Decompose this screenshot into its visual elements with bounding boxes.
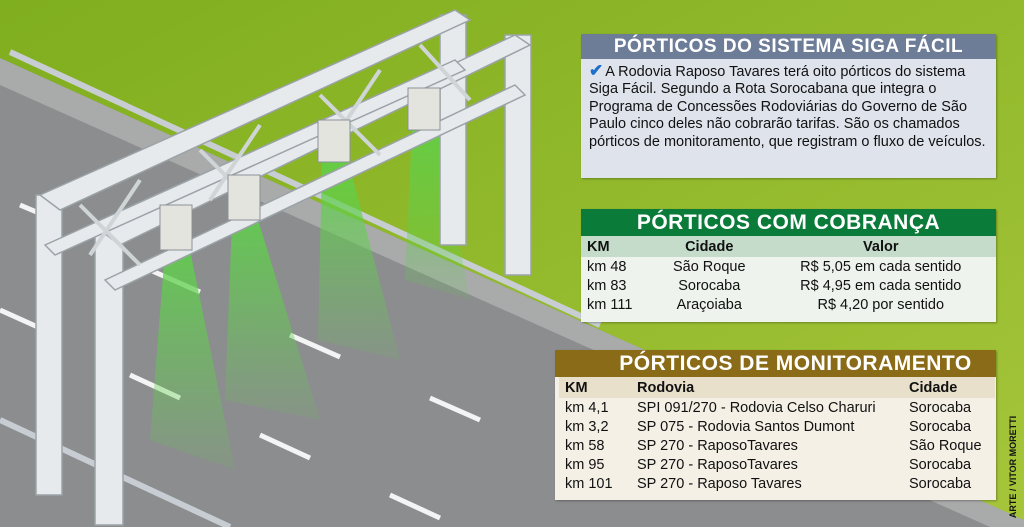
cell: SP 270 - RaposoTavares [637,456,798,473]
cell: SPI 091/270 - Rodovia Celso Charuri [637,399,876,416]
table-row: km 48 São Roque R$ 5,05 em cada sentido [581,257,996,276]
table-row: km 101 SP 270 - Raposo Tavares Sorocaba [559,474,995,493]
cell: Sorocaba [909,418,972,435]
cell: São Roque [672,258,746,275]
table-row: km 3,2 SP 075 - Rodovia Santos Dumont Soro… [559,417,995,436]
cell: R$ 4,95 em cada sentido [800,277,962,294]
col-header: Cidade [685,238,734,255]
cell: km 101 [565,475,613,492]
table-row: km 4,1 SPI 091/270 - Rodovia Celso Charur… [559,398,995,417]
cell: km 48 [587,258,627,275]
intro-panel: PÓRTICOS DO SISTEMA SIGA FÁCIL ✔A Rodovi… [581,34,996,178]
table-row: km 95 SP 270 - RaposoTavares Sorocaba [559,455,995,474]
cell: Sorocaba [909,475,972,492]
monitoramento-title: PÓRTICOS DE MONITORAMENTO [555,350,996,377]
table-row: km 111 Araçoiaba R$ 4,20 por sentido [581,295,996,314]
monitoramento-table: KM Rodovia Cidade km 4,1 SPI 091/270 - Ro… [559,377,995,493]
cell: km 111 [587,296,633,313]
cameras [159,87,441,251]
col-header: Rodovia [637,379,695,396]
cobranca-table: KM Cidade Valor km 48 São Roque R$ 5,05 em… [581,236,996,314]
credit-text: ARTE / VITOR MORETTI [1008,415,1018,519]
cell: R$ 4,20 por sentido [817,296,945,313]
cobranca-panel: PÓRTICOS COM COBRANÇA KM Cidade Valor km… [581,209,996,322]
col-header: KM [587,238,610,255]
cell: Araçoiaba [676,296,742,313]
cell: SP 075 - Rodovia Santos Dumont [637,418,855,435]
cell: km 95 [565,456,605,473]
cell: km 83 [587,277,627,294]
cell: R$ 5,05 em cada sentido [800,258,962,275]
art-credit: ARTE / VITOR MORETTI [1006,412,1020,522]
col-header: Cidade [909,379,958,396]
light-cones [150,130,470,470]
cell: São Roque [909,437,982,454]
cobranca-title: PÓRTICOS COM COBRANÇA [581,209,996,236]
table-row: km 83 Sorocaba R$ 4,95 em cada sentido [581,276,996,295]
cell: Sorocaba [678,277,741,294]
gantry [35,9,532,526]
cell: Sorocaba [909,456,972,473]
cell: km 4,1 [565,399,609,416]
cell: SP 270 - RaposoTavares [637,437,798,454]
col-header: Valor [863,238,899,255]
monitoramento-panel: PÓRTICOS DE MONITORAMENTO KM Rodovia Cid… [555,350,996,500]
cell: Sorocaba [909,399,972,416]
cell: SP 270 - Raposo Tavares [637,475,802,492]
col-header: KM [565,379,588,396]
cell: km 58 [565,437,605,454]
intro-title: PÓRTICOS DO SISTEMA SIGA FÁCIL [581,34,996,59]
intro-text: A Rodovia Raposo Tavares terá oito pórti… [589,64,986,150]
cell: km 3,2 [565,418,609,435]
check-icon: ✔ [589,61,604,80]
table-row: km 58 SP 270 - RaposoTavares São Roque [559,436,995,455]
